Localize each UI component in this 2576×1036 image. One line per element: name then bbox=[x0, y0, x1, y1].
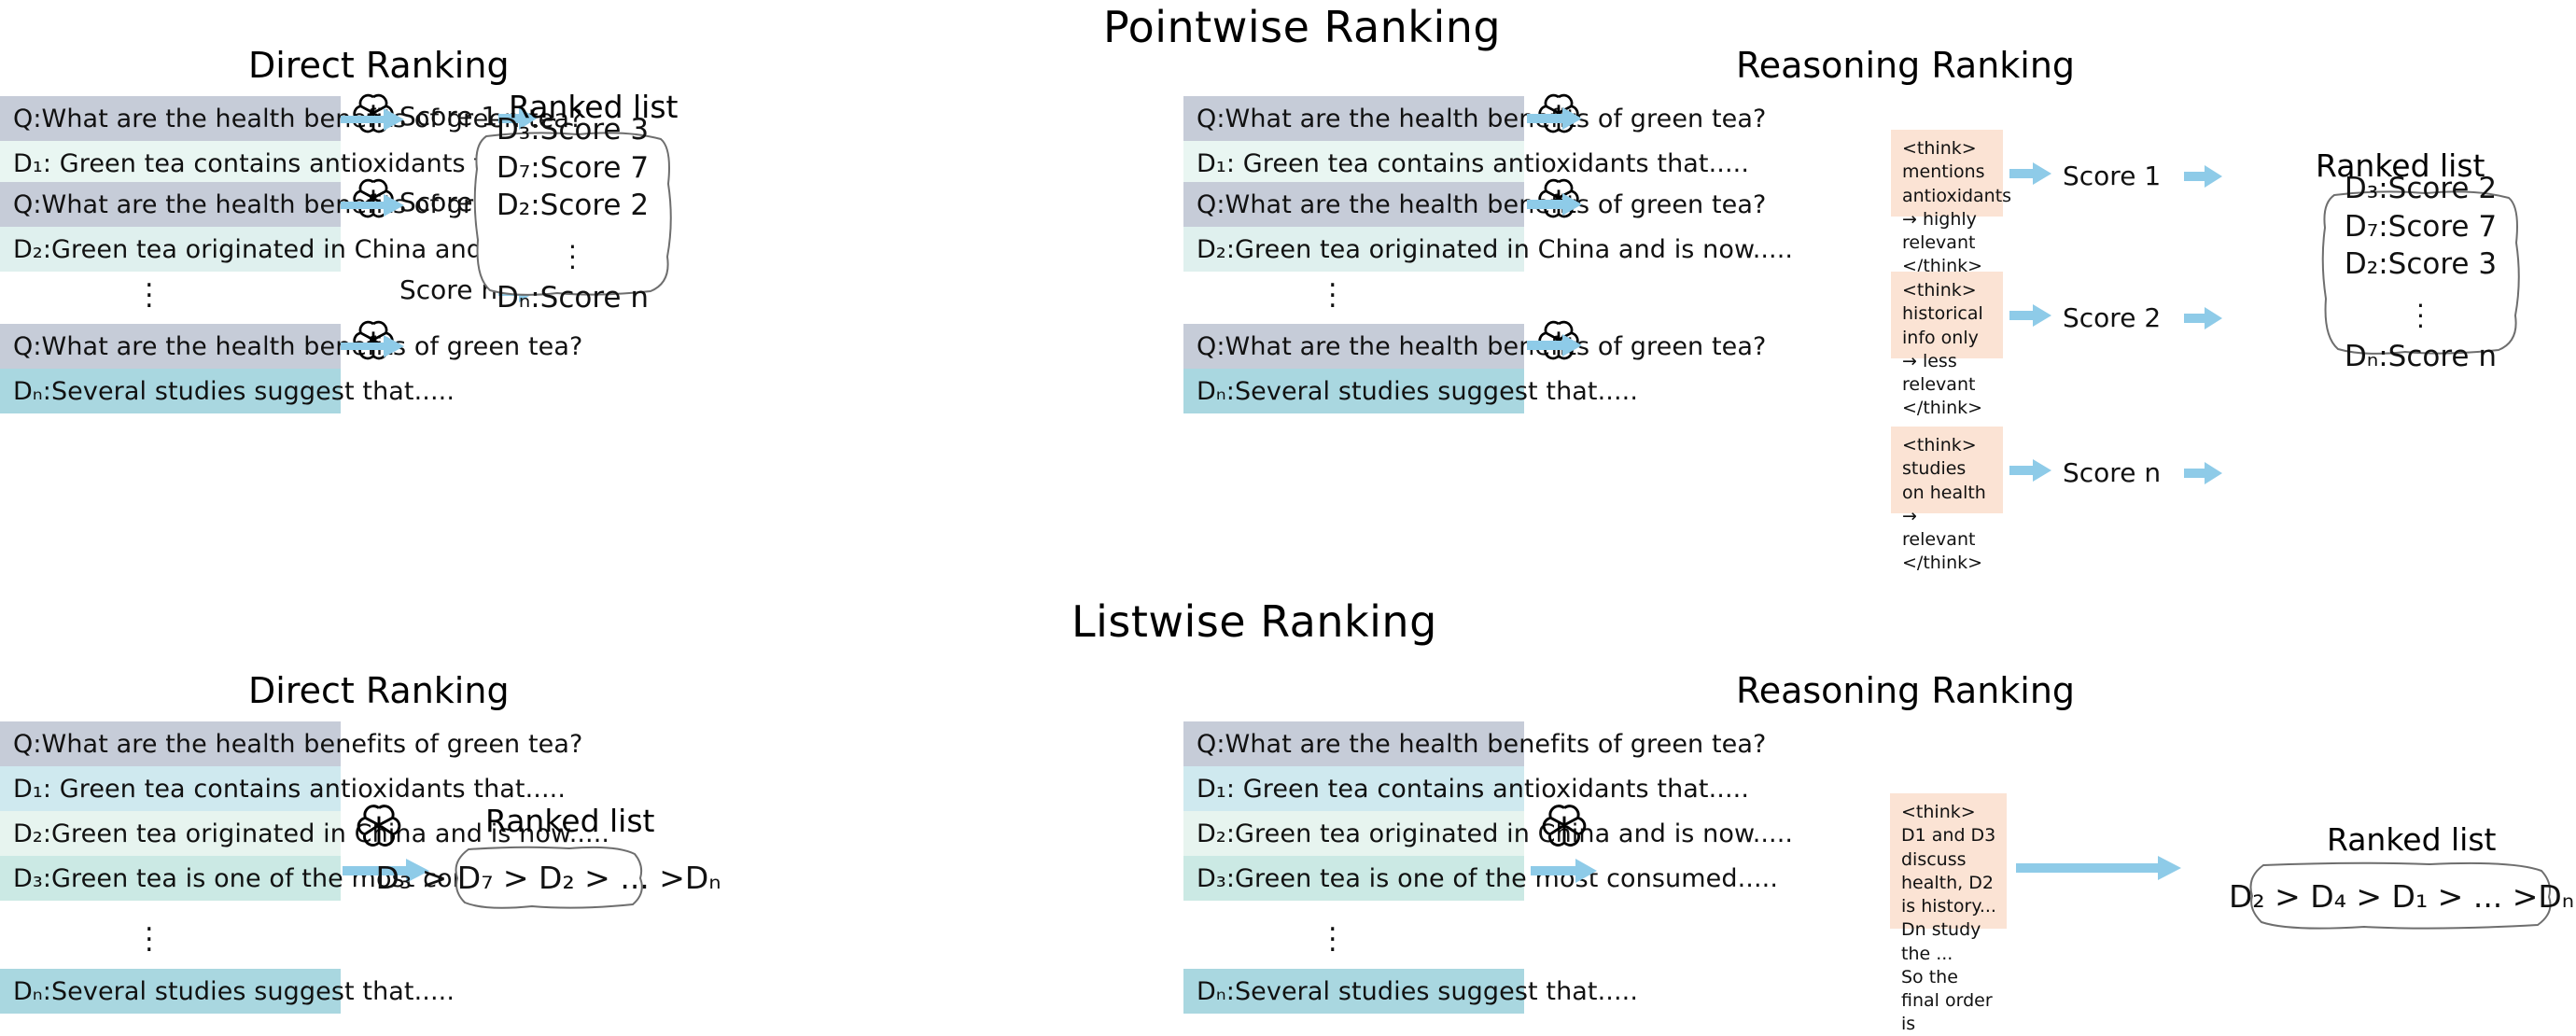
document-row: D₁: Green tea contains antioxidants that… bbox=[1183, 766, 1749, 811]
ranked-list-title: Ranked list bbox=[509, 89, 679, 125]
query-row: Q:What are the health benefits of green … bbox=[0, 96, 582, 141]
ranked-list-line: D₇:Score 7 bbox=[2344, 209, 2498, 244]
arrow-right-icon bbox=[2009, 302, 2052, 332]
arrow-right-icon bbox=[1531, 857, 1598, 889]
ranked-list-title: Ranked list bbox=[2327, 821, 2497, 858]
think-box: <think> studies on health → relevant </t… bbox=[1891, 427, 2003, 573]
section-title-pointwise: Pointwise Ranking bbox=[1103, 2, 1502, 52]
ranked-list-line: D₂:Score 2 bbox=[496, 189, 650, 222]
document-row: D₂:Green tea originated in China and is … bbox=[0, 811, 609, 856]
arrow-right-icon bbox=[2016, 854, 2182, 886]
arrow-right-icon bbox=[2184, 460, 2223, 490]
ranked-list-title: Ranked list bbox=[485, 803, 655, 839]
ranked-list-line: D₃:Score 3 bbox=[496, 113, 650, 147]
document-row: Dₙ:Several studies suggest that..... bbox=[1183, 369, 1638, 413]
vertical-ellipsis-icon: ... bbox=[2416, 283, 2425, 335]
document-row: D₂:Green tea originated in China and is … bbox=[0, 227, 609, 272]
think-box: <think> D1 and D3 discuss health, D2 is … bbox=[1890, 793, 2007, 1034]
query-row: Q:What are the health benefits of green … bbox=[0, 324, 582, 369]
pointwise-reasoning-item-n: Q:What are the health benefits of green … bbox=[1183, 324, 1766, 413]
pointwise-reasoning-item-1: Q:What are the health benefits of green … bbox=[1183, 96, 1766, 186]
document-row: Dₙ:Several studies suggest that..... bbox=[0, 369, 455, 413]
listwise-direct-doc-n: Dₙ:Several studies suggest that..... bbox=[0, 969, 455, 1014]
section-title-listwise: Listwise Ranking bbox=[1071, 596, 1437, 647]
query-row: Q:What are the health benefits of green … bbox=[1183, 324, 1766, 369]
query-row: Q:What are the health benefits of green … bbox=[1183, 721, 1766, 766]
ranked-list-line: D₂:Score 3 bbox=[2344, 247, 2498, 281]
query-row: Q:What are the health benefits of green … bbox=[0, 182, 582, 227]
listwise-direct-doc-list: Q:What are the health benefits of green … bbox=[0, 721, 609, 901]
document-row: D₂:Green tea originated in China and is … bbox=[1183, 227, 1793, 272]
query-row: Q:What are the health benefits of green … bbox=[0, 721, 582, 766]
document-row: Dₙ:Several studies suggest that..... bbox=[1183, 969, 1638, 1014]
ranked-list-text: D₃ > D₇ > D₂ > ... >Dₙ bbox=[375, 860, 721, 897]
arrow-right-icon bbox=[498, 105, 538, 135]
arrow-right-icon bbox=[1527, 332, 1583, 362]
arrow-right-icon bbox=[2184, 305, 2223, 335]
ranked-list-line: Dₙ:Score n bbox=[497, 281, 649, 315]
document-row: Dₙ:Several studies suggest that..... bbox=[0, 969, 455, 1014]
ranked-list-box: D₂ > D₄ > D₁ > ... >Dₙ bbox=[2229, 861, 2574, 933]
arrow-right-icon bbox=[1527, 105, 1583, 135]
arrow-right-icon bbox=[341, 191, 406, 223]
ranked-list-line: D₃:Score 2 bbox=[2344, 172, 2498, 206]
arrow-right-icon bbox=[341, 105, 406, 137]
vertical-ellipsis-icon: ... bbox=[1328, 905, 1337, 959]
ranked-list-line: D₇:Score 7 bbox=[496, 150, 650, 185]
score-label: Score 1 bbox=[2063, 161, 2162, 191]
ranked-list-title: Ranked list bbox=[2316, 147, 2485, 184]
query-row: Q:What are the health benefits of green … bbox=[1183, 182, 1766, 227]
listwise-reasoning-doc-list: Q:What are the health benefits of green … bbox=[1183, 721, 1793, 901]
arrow-right-icon bbox=[1527, 191, 1583, 221]
score-label: Score n bbox=[399, 274, 498, 305]
openai-logo-icon bbox=[1538, 799, 1590, 855]
query-row: Q:What are the health benefits of green … bbox=[1183, 96, 1766, 141]
score-label: Score 2 bbox=[2063, 302, 2162, 333]
document-row: D₁: Green tea contains antioxidants that… bbox=[0, 141, 566, 186]
panel-title-listwise-reasoning: Reasoning Ranking bbox=[1736, 670, 2076, 711]
document-row: D₂:Green tea originated in China and is … bbox=[1183, 811, 1793, 856]
listwise-reasoning-doc-n: Dₙ:Several studies suggest that..... bbox=[1183, 969, 1638, 1014]
think-box: <think> mentions antioxidants → highly r… bbox=[1891, 130, 2011, 276]
pointwise-direct-item-2: Q:What are the health benefits of green … bbox=[0, 182, 609, 272]
arrow-right-icon bbox=[341, 332, 406, 364]
vertical-ellipsis-icon: ... bbox=[568, 224, 577, 276]
panel-title-pointwise-direct: Direct Ranking bbox=[248, 45, 510, 86]
vertical-ellipsis-icon: ... bbox=[145, 261, 154, 315]
score-label: Score n bbox=[2063, 457, 2162, 488]
pointwise-direct-item-n: Q:What are the health benefits of green … bbox=[0, 324, 582, 413]
panel-title-listwise-direct: Direct Ranking bbox=[248, 670, 510, 711]
pointwise-reasoning-item-2: Q:What are the health benefits of green … bbox=[1183, 182, 1793, 272]
arrow-right-icon bbox=[343, 857, 430, 889]
score-label: Score 1 bbox=[399, 101, 498, 132]
document-row: D₃:Green tea is one of the most consumed… bbox=[1183, 856, 1778, 901]
document-row: D₁: Green tea contains antioxidants that… bbox=[1183, 141, 1749, 186]
arrow-right-icon bbox=[2009, 161, 2052, 190]
pointwise-direct-item-1: Q:What are the health benefits of green … bbox=[0, 96, 582, 186]
vertical-ellipsis-icon: ... bbox=[145, 905, 154, 959]
openai-logo-icon bbox=[353, 799, 405, 855]
think-box: <think> historical info only → less rele… bbox=[1891, 272, 2003, 418]
ranked-list-text: D₂ > D₄ > D₁ > ... >Dₙ bbox=[2229, 877, 2574, 915]
document-row: D₁: Green tea contains antioxidants that… bbox=[0, 766, 566, 811]
document-row: D₃:Green tea is one of the most consumed… bbox=[0, 856, 595, 901]
ranked-list-line: Dₙ:Score n bbox=[2345, 340, 2497, 374]
ranked-list-box: D₃:Score 3 D₇:Score 7 D₂:Score 2 ... Dₙ:… bbox=[468, 113, 678, 315]
ranked-list-box: D₃:Score 2 D₇:Score 7 D₂:Score 3 ... Dₙ:… bbox=[2316, 172, 2526, 373]
arrow-right-icon bbox=[2184, 163, 2223, 193]
panel-title-pointwise-reasoning: Reasoning Ranking bbox=[1736, 45, 2076, 86]
arrow-right-icon bbox=[2009, 457, 2052, 487]
ranked-list-box: D₃ > D₇ > D₂ > ... >Dₙ bbox=[376, 845, 721, 913]
vertical-ellipsis-icon: ... bbox=[1328, 261, 1337, 315]
